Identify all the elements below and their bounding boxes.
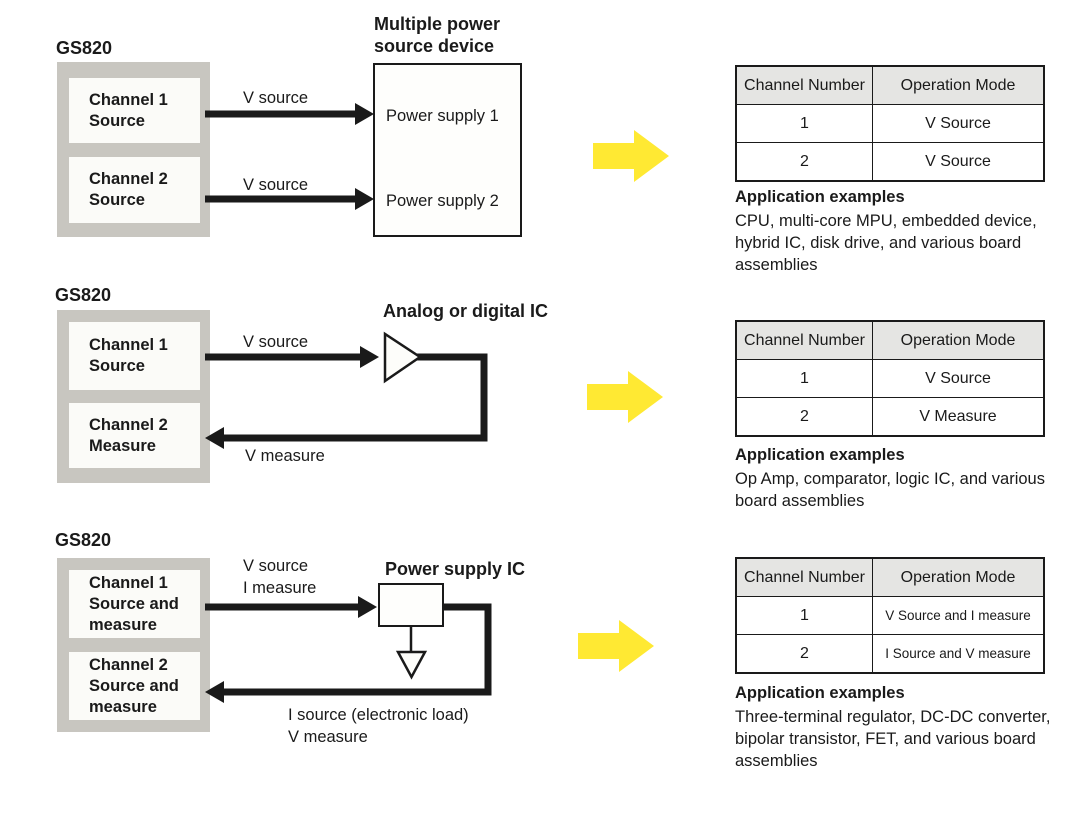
table-header-mode: Operation Mode bbox=[872, 557, 1045, 597]
table-header-mode: Operation Mode bbox=[872, 320, 1045, 360]
unit-label: GS820 bbox=[55, 285, 112, 305]
device-box: Power supply 1 Power supply 2 bbox=[373, 63, 522, 237]
unit-label: GS820 bbox=[56, 38, 113, 58]
table-cell-mode: V Source bbox=[872, 142, 1045, 182]
channel-mode-table: Channel Number Operation Mode 1 V Source… bbox=[735, 65, 1045, 182]
table-header-channel: Channel Number bbox=[735, 320, 873, 360]
channel2-box: Channel 2 Source and measure bbox=[69, 652, 200, 720]
channel-mode-table: Channel Number Operation Mode 1 V Source… bbox=[735, 557, 1045, 674]
arrow-label-i-source-v-measure: I source (electronic load) V measure bbox=[288, 706, 469, 746]
device-item: Power supply 2 bbox=[386, 192, 499, 210]
arrow-label-v-source: V source bbox=[243, 333, 309, 351]
table-cell-mode: V Source and I measure bbox=[872, 596, 1045, 635]
device-item: Power supply 1 bbox=[386, 107, 499, 125]
wire-psic-return bbox=[220, 603, 492, 696]
yellow-flow-arrow-icon bbox=[587, 371, 663, 423]
arrow-label-v-source: V source bbox=[243, 89, 309, 107]
application-examples-heading: Application examples bbox=[735, 188, 905, 206]
channel1-box: Channel 1 Source bbox=[69, 322, 200, 390]
table-cell-mode: V Measure bbox=[872, 397, 1045, 437]
channel2-box: Channel 2 Measure bbox=[69, 403, 200, 468]
table-cell-channel: 2 bbox=[735, 142, 873, 182]
channel1-box: Channel 1 Source and measure bbox=[69, 570, 200, 638]
ground-triangle-icon bbox=[395, 650, 428, 680]
device-title: Power supply IC bbox=[385, 559, 526, 579]
table-header-channel: Channel Number bbox=[735, 65, 873, 105]
unit-label: GS820 bbox=[55, 530, 112, 550]
application-examples-text: Op Amp, comparator, logic IC, and variou… bbox=[735, 470, 1045, 510]
arrowhead-right-icon bbox=[360, 346, 379, 368]
table-cell-mode: V Source bbox=[872, 104, 1045, 143]
application-examples: Application examples Op Amp, comparator,… bbox=[735, 444, 1067, 512]
channel-mode-table: Channel Number Operation Mode 1 V Source… bbox=[735, 320, 1045, 437]
device-box bbox=[378, 583, 444, 627]
table-cell-channel: 1 bbox=[735, 596, 873, 635]
wire-ic-return bbox=[220, 353, 488, 442]
channel2-box: Channel 2 Source bbox=[69, 157, 200, 223]
application-examples: Application examples CPU, multi-core MPU… bbox=[735, 186, 1067, 276]
arrow-label-v-source-i-measure: V source I measure bbox=[243, 557, 317, 597]
table-header-channel: Channel Number bbox=[735, 557, 873, 597]
table-cell-mode: I Source and V measure bbox=[872, 634, 1045, 674]
application-examples: Application examples Three-terminal regu… bbox=[735, 682, 1067, 772]
channel1-box: Channel 1 Source bbox=[69, 78, 200, 143]
application-examples-heading: Application examples bbox=[735, 446, 905, 464]
arrowhead-right-icon bbox=[358, 596, 377, 618]
yellow-flow-arrow-icon bbox=[593, 130, 669, 182]
table-cell-channel: 1 bbox=[735, 359, 873, 398]
arrowhead-right-icon bbox=[355, 103, 374, 125]
arrow-label-v-measure: V measure bbox=[245, 447, 325, 465]
table-header-mode: Operation Mode bbox=[872, 65, 1045, 105]
arrowhead-right-icon bbox=[355, 188, 374, 210]
arrow-label-v-source: V source bbox=[243, 176, 309, 194]
application-examples-text: Three-terminal regulator, DC-DC converte… bbox=[735, 708, 1051, 770]
table-cell-channel: 2 bbox=[735, 634, 873, 674]
application-examples-text: CPU, multi-core MPU, embedded device, hy… bbox=[735, 212, 1037, 274]
opamp-triangle-icon bbox=[383, 331, 423, 384]
table-cell-channel: 2 bbox=[735, 397, 873, 437]
table-cell-mode: V Source bbox=[872, 359, 1045, 398]
table-cell-channel: 1 bbox=[735, 104, 873, 143]
yellow-flow-arrow-icon bbox=[578, 620, 654, 672]
application-examples-heading: Application examples bbox=[735, 684, 905, 702]
device-title: Analog or digital IC bbox=[383, 301, 548, 321]
device-title: Multiple power source device bbox=[374, 14, 500, 56]
